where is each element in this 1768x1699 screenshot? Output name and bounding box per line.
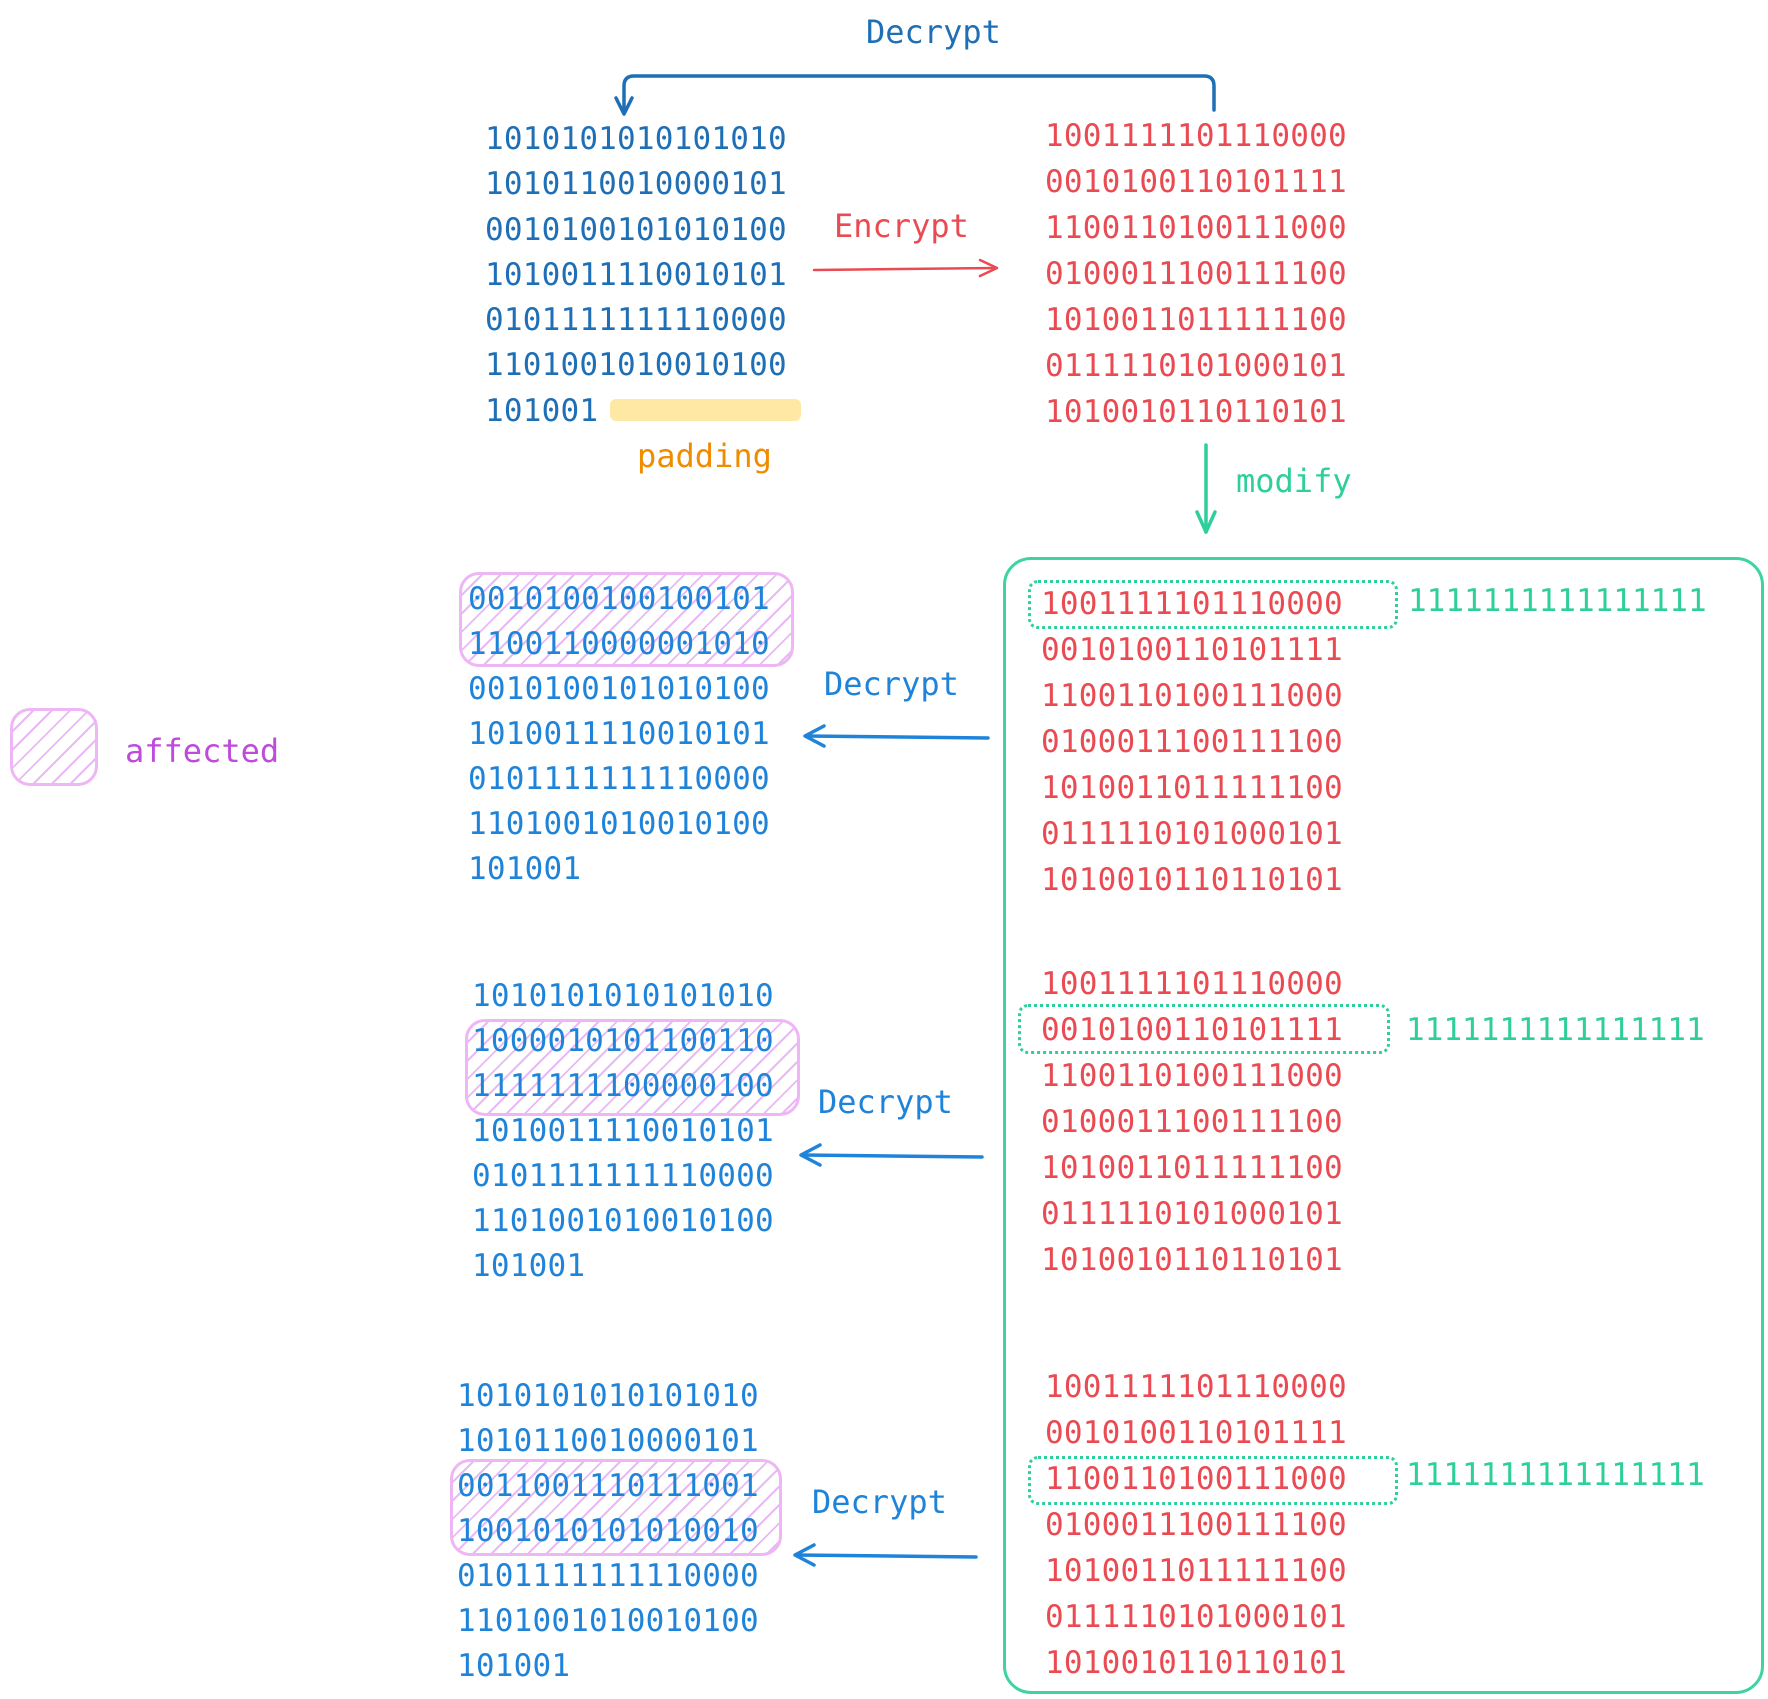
affected-highlight-3 — [450, 1459, 782, 1556]
modified-ciphertext-2: 1001111101110000 0010100110101111 110011… — [1041, 961, 1343, 1283]
decrypted-row: 1101001010010100 — [468, 806, 770, 842]
decrypted-row: 1101001010010100 — [457, 1603, 759, 1639]
affected-highlight-2 — [465, 1019, 800, 1116]
ciphertext-row: 1010011011111100 — [1045, 302, 1347, 338]
plaintext-row: 101001 — [485, 392, 599, 429]
decrypted-row: 1111111100000100 — [472, 1068, 774, 1104]
ciphertext-row: 0010100110101111 — [1041, 1012, 1343, 1048]
decrypted-row: 101001 — [468, 851, 582, 887]
ciphertext-row: 0100011100111100 — [1041, 724, 1343, 760]
decrypted-row: 0101111111110000 — [472, 1158, 774, 1194]
decrypt-top-arrowhead — [614, 96, 634, 116]
modified-ciphertext-frame — [1003, 557, 1764, 1694]
encrypt-arrow — [812, 266, 998, 272]
ciphertext-row: 1001111101110000 — [1045, 118, 1347, 154]
ciphertext-row: 1001111101110000 — [1045, 1369, 1347, 1405]
decrypted-row: 1100110000001010 — [468, 626, 770, 662]
decrypted-row: 1010011110010101 — [472, 1113, 774, 1149]
ciphertext-row: 0010100110101111 — [1045, 1415, 1347, 1451]
plaintext-row: 0101111111110000 — [485, 302, 787, 339]
modified-block-outline-3 — [1028, 1456, 1398, 1505]
ciphertext-row: 0010100110101111 — [1045, 164, 1347, 200]
plaintext-row: 1010101010101010 — [485, 121, 787, 157]
decrypt-arrow-1 — [804, 734, 990, 740]
plaintext-block: 1010101010101010 1010110010000101 001010… — [485, 117, 787, 434]
ciphertext-row: 1010011011111100 — [1041, 770, 1343, 806]
modified-block-outline-2 — [1018, 1004, 1390, 1054]
modify-arrowhead — [1195, 510, 1217, 534]
ciphertext-block: 1001111101110000 0010100110101111 110011… — [1045, 113, 1347, 435]
ciphertext-row: 1010010110110101 — [1041, 1242, 1343, 1278]
decrypt-arrowhead-3 — [793, 1543, 816, 1567]
ciphertext-row: 1100110100111000 — [1045, 210, 1347, 246]
ciphertext-row: 1010010110110101 — [1045, 394, 1347, 430]
plaintext-row: 1010110010000101 — [485, 166, 787, 203]
ciphertext-row: 0100011100111100 — [1041, 1104, 1343, 1140]
plaintext-row: 1101001010010100 — [485, 347, 787, 384]
decrypted-row: 1010101010101010 — [472, 978, 774, 1014]
ciphertext-row: 1001111101110000 — [1041, 966, 1343, 1002]
affected-legend-swatch — [10, 708, 98, 786]
decrypt-arrowhead-2 — [799, 1143, 822, 1167]
decrypted-row: 0010100100100101 — [468, 581, 770, 617]
decrypted-row: 0101111111110000 — [457, 1558, 759, 1594]
ciphertext-row: 1010010110110101 — [1041, 862, 1343, 898]
modified-ciphertext-3: 1001111101110000 0010100110101111 110011… — [1045, 1364, 1347, 1686]
encrypt-arrowhead — [978, 258, 999, 278]
ciphertext-row: 1010010110110101 — [1045, 1645, 1347, 1681]
modify-label: modify — [1236, 462, 1352, 500]
decrypted-row: 0101111111110000 — [468, 761, 770, 797]
plaintext-row: 1010011110010101 — [485, 256, 787, 293]
ciphertext-row: 0100011100111100 — [1045, 256, 1347, 292]
decrypted-row: 101001 — [457, 1648, 571, 1684]
decrypted-row: 0011001110111001 — [457, 1468, 759, 1504]
decrypted-block-2: 1010101010101010 1000010101100110 111111… — [472, 974, 774, 1289]
decrypt-label-2: Decrypt — [818, 1083, 953, 1121]
decrypt-label-1: Decrypt — [824, 665, 959, 703]
decrypted-row: 1001010101010010 — [457, 1513, 759, 1549]
decrypted-row: 1010011110010101 — [468, 716, 770, 752]
decrypted-block-1: 0010100100100101 1100110000001010 001010… — [468, 577, 770, 892]
ciphertext-row: 0111110101000101 — [1045, 348, 1347, 384]
decrypt-arrowhead-1 — [803, 724, 826, 748]
ciphertext-row: 1100110100111000 — [1045, 1461, 1347, 1497]
decrypted-row: 1010110010000101 — [457, 1423, 759, 1459]
ciphertext-row: 0010100110101111 — [1041, 632, 1343, 668]
padding-highlight — [610, 399, 801, 421]
modify-mask-3: 1111111111111111 — [1406, 1457, 1705, 1493]
modify-mask-1: 1111111111111111 — [1408, 583, 1707, 619]
ciphertext-row: 0100011100111100 — [1045, 1507, 1347, 1543]
decrypt-top-arrow — [622, 74, 1216, 114]
ciphertext-row: 0111110101000101 — [1045, 1599, 1347, 1635]
decrypted-block-3: 1010101010101010 1010110010000101 001100… — [457, 1374, 759, 1689]
ciphertext-row: 0111110101000101 — [1041, 1196, 1343, 1232]
modify-mask-2: 1111111111111111 — [1406, 1012, 1705, 1048]
decrypt-label-top: Decrypt — [866, 13, 1001, 51]
modified-ciphertext-1: 1001111101110000 0010100110101111 110011… — [1041, 581, 1343, 903]
decrypt-label-3: Decrypt — [812, 1483, 947, 1521]
ciphertext-row: 1100110100111000 — [1041, 1058, 1343, 1094]
decrypted-row: 1010101010101010 — [457, 1378, 759, 1414]
encrypt-label: Encrypt — [834, 207, 969, 245]
ciphertext-row: 1010011011111100 — [1041, 1150, 1343, 1186]
ciphertext-row: 1010011011111100 — [1045, 1553, 1347, 1589]
affected-highlight-1 — [459, 572, 794, 667]
decrypted-row: 1000010101100110 — [472, 1023, 774, 1059]
ciphertext-row: 1001111101110000 — [1041, 586, 1343, 622]
padding-label: padding — [637, 437, 772, 475]
decrypt-arrow-3 — [794, 1553, 978, 1559]
decrypted-row: 101001 — [472, 1248, 586, 1284]
plaintext-row: 0010100101010100 — [485, 211, 787, 248]
ciphertext-row: 1100110100111000 — [1041, 678, 1343, 714]
decrypted-row: 1101001010010100 — [472, 1203, 774, 1239]
affected-legend-label: affected — [125, 732, 280, 770]
modified-block-outline-1 — [1028, 580, 1398, 629]
decrypt-arrow-2 — [800, 1153, 984, 1159]
decrypted-row: 0010100101010100 — [468, 671, 770, 707]
ciphertext-row: 0111110101000101 — [1041, 816, 1343, 852]
